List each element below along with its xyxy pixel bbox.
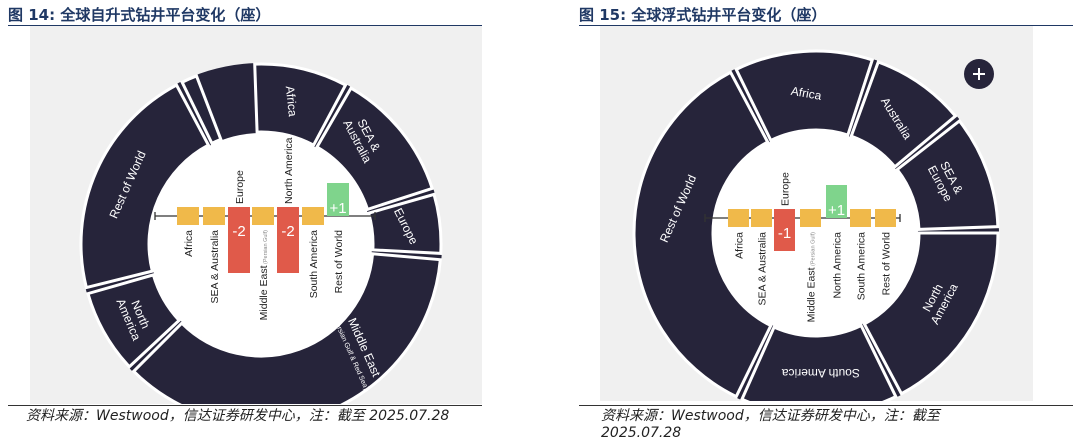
fig14-value-label-europe: -2 [232,223,245,240]
fig15-value-label-europe: -1 [778,225,791,242]
fig15-category-sub: (Persian Gulf) [811,232,817,268]
fig14-ring-segment-3 [131,252,442,426]
fig15-ring-segment-0 [734,49,875,143]
figure-15-source-line2: 2025.07.28 [601,425,682,441]
fig15-ring-label-africa: Africa [790,84,823,103]
fig15-bar-north-america [826,185,847,218]
plus-icon[interactable] [964,59,994,89]
fig14-category-label-text: South America [308,230,320,298]
fig15-ring-label-south-america: South America [782,366,860,380]
fig15-ring-label-line: South America [782,366,860,380]
fig15-bar-middle-east [800,209,821,227]
fig15-bar-europe [774,209,795,251]
fig14-ring-segment-2 [366,192,443,255]
fig15-category-label-text: Africa [734,232,746,259]
fig15-inner-disc [714,131,918,335]
fig15-bar-rest-of-world [875,209,896,227]
fig14-inner-disc [150,133,372,355]
fig15-category-label-text: Europe [780,172,792,206]
fig14-category-sub: (Persian Gulf) [263,230,269,266]
fig15-ring-segment-1 [849,60,958,169]
figure-15-source: 资料来源：Westwood，信达证券研发中心，注：截至 2025.07.28 [601,408,1071,442]
fig14-category-label-text: North America [283,137,295,204]
fig14-value-label-rest-of-world: +1 [329,200,346,217]
fig14-category-label-sea-australia: SEA & Australia [209,230,221,304]
fig15-ring-segment-2 [895,118,1000,231]
fig15-category-label-text: North America [832,232,844,299]
fig14-ring-segment-4 [86,273,182,369]
fig14-category-label-south-america: South America [308,230,320,298]
fig15-category-label-south-america: South America [856,232,868,300]
fig14-bar-middle-east [252,207,274,225]
fig14-ring-label-line: Africa [283,85,300,117]
fig15-ring-segment-3 [862,231,1000,396]
fig15-ring-label-line: Africa [790,84,823,103]
fig14-category-label-text: Rest of World [333,230,345,294]
fig14-bar-africa [177,207,199,225]
fig14-value-label-north-america: -2 [281,223,294,240]
fig15-bar-africa [728,209,749,227]
fig15-category-label-text: South America [856,232,868,300]
fig14-category-label-text: Africa [183,230,195,257]
fig14-category-label-africa: Africa [183,230,195,257]
figure-14-source: 资料来源：Westwood，信达证券研发中心，注：截至 2025.07.28 [26,408,450,424]
fig14-ring-segment-1 [314,86,435,212]
fig14-bar-north-america [277,207,299,273]
fig15-category-label-europe: Europe [780,172,792,206]
fig15-bar-south-america [850,209,871,227]
fig14-category-label-text: Europe [234,170,246,204]
fig14-ring-segment-5 [79,83,211,290]
fig15-bar-sea-australia [751,209,772,227]
fig15-category-label-north-america: North America [832,232,844,299]
figure-15-source-line1: 资料来源：Westwood，信达证券研发中心，注：截至 [601,408,940,424]
fig15-category-label-sea-australia: SEA & Australia [757,232,769,306]
fig14-category-label-text: SEA & Australia [209,230,221,304]
figure-15-title-rule [579,25,1073,26]
fig14-bar-europe [228,207,250,273]
fig14-category-label-europe: Europe [234,170,246,204]
fig14-ring-segment-0 [253,62,348,148]
figure-15-bottom-rule [579,405,1073,406]
fig15-category-label-text: SEA & Australia [757,232,769,306]
fig15-ring-segment-5 [632,70,773,399]
figure-15-title: 图 15: 全球浮式钻井平台变化（座） [579,6,827,24]
fig15-category-label-africa: Africa [734,232,746,259]
fig14-bar-south-america [302,207,324,225]
fig14-category-label-rest-of-world: Rest of World [333,230,345,294]
figure-14-title: 图 14: 全球自升式钻井平台变化（座） [8,6,271,24]
fig15-category-label-text: Rest of World [881,232,893,296]
figure-14-bottom-rule [8,405,482,406]
fig14-bar-rest-of-world [327,183,349,216]
fig14-bar-sea-australia [203,207,225,225]
fig15-value-label-north-america: +1 [828,202,845,219]
fig14-ring-label-africa: Africa [283,85,300,117]
fig14-category-label-north-america: North America [283,137,295,204]
figure-14-title-rule [8,25,482,26]
fig14-ring-segment-6 [180,74,223,146]
fig15-category-label-rest-of-world: Rest of World [881,232,893,296]
